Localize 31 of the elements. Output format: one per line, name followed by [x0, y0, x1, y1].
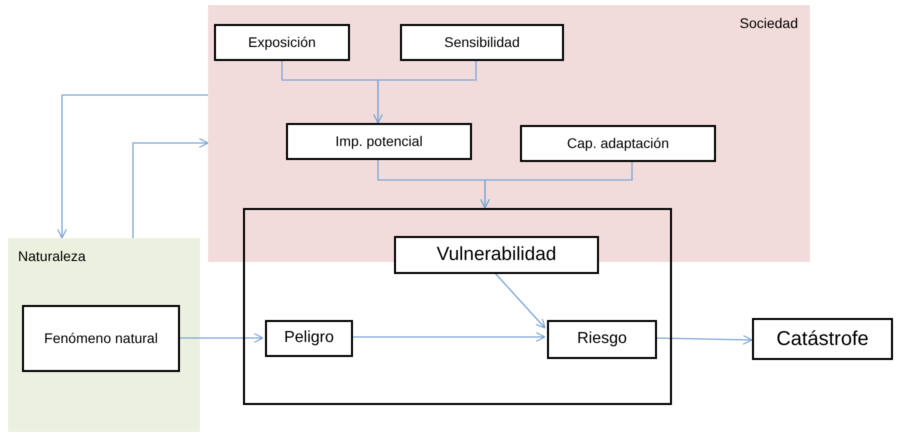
connector-arrow: [132, 138, 209, 238]
process-box: [22, 305, 180, 372]
connector-arrow: [654, 334, 753, 345]
connector-arrow: [480, 162, 633, 209]
process-box: [265, 320, 353, 357]
box-label: Peligro: [284, 329, 334, 348]
group-label: Naturaleza: [18, 248, 86, 264]
process-box: [394, 236, 599, 274]
society-band: [208, 5, 810, 262]
frame-box: [243, 208, 672, 405]
process-box: [520, 125, 716, 162]
box-label: Riesgo: [577, 330, 627, 349]
group-label: Sociedad: [740, 15, 798, 32]
box-label: Vulnerabilidad: [436, 244, 556, 266]
box-label: Exposición: [248, 34, 316, 51]
process-box: [547, 320, 657, 359]
connector-arrow: [351, 332, 546, 342]
connector-arrow: [56, 94, 208, 239]
box-label: Sensibilidad: [444, 34, 520, 51]
box-label: Catástrofe: [776, 328, 869, 350]
box-label: Imp. potencial: [335, 133, 423, 150]
connector-arrow: [372, 61, 477, 124]
connector-arrow: [180, 332, 264, 344]
nature-band: [8, 238, 200, 432]
box-label: Cap. adaptación: [567, 135, 669, 152]
process-box: [400, 24, 564, 61]
process-box: [752, 318, 893, 360]
process-box: [286, 123, 472, 160]
process-box: [214, 24, 350, 61]
connector-arrow: [494, 272, 546, 329]
box-label: Fenómeno natural: [44, 330, 158, 347]
